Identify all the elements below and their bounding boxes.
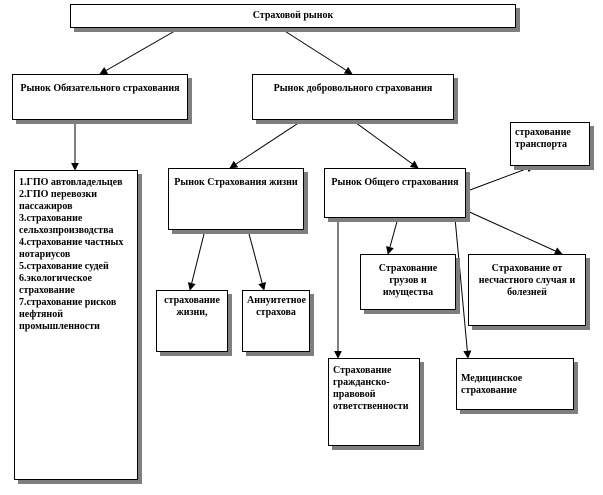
- arrow-life-to-child-1: [187, 229, 206, 291]
- node-medical: Медицинское страхование: [456, 358, 574, 410]
- mandatory-list-item-1: 1.ГПО автовладельцев: [19, 177, 123, 188]
- node-mandatory: Рынок Обязательного страхования: [12, 74, 188, 120]
- arrow-voluntary-to-life: [229, 119, 304, 169]
- arrow-general-to-cargo: [386, 217, 399, 255]
- node-accident: Страхование от несчастного случая и боле…: [468, 254, 586, 326]
- arrow-general-to-accident: [464, 209, 563, 255]
- node-cargo: Страхование грузов и имущества: [360, 254, 456, 310]
- node-mandatory-list: 1.ГПО автовладельцев 2.ГПО перевозки пас…: [14, 170, 138, 480]
- node-transport-label: страхование транспорта: [515, 127, 571, 150]
- mandatory-list-item-7: 7.страхование рисков нефтяной промышленн…: [19, 297, 117, 332]
- node-civil: Страхование гражданско-правовой ответств…: [328, 358, 420, 446]
- arrow-root-to-voluntary: [279, 27, 353, 75]
- arrow-voluntary-to-general: [351, 119, 419, 169]
- arrow-general-to-transport: [469, 164, 535, 191]
- node-life-label: Рынок Страхования жизни: [174, 177, 298, 188]
- node-voluntary-label: Рынок добровольного страхования: [273, 83, 433, 94]
- node-general-label: Рынок Общего страхования: [331, 177, 459, 188]
- node-medical-label: Медицинское страхование: [461, 373, 523, 396]
- node-general: Рынок Общего страхования: [324, 168, 466, 218]
- node-cargo-label: Страхование грузов и имущества: [378, 263, 438, 298]
- node-accident-label: Страхование от несчастного случая и боле…: [478, 263, 576, 298]
- arrow-root-to-mandatory: [99, 27, 181, 75]
- node-life-child-1-label: страхование жизни,: [164, 295, 220, 318]
- mandatory-list-item-5: 5.страхование судей: [19, 261, 109, 272]
- node-root: Страховой рынок: [70, 4, 516, 28]
- node-life-child-2-label: Аннуитетное страхова: [247, 295, 306, 318]
- mandatory-list-item-3: 3.страхование сельхозпроизводства: [19, 213, 114, 236]
- node-life-child-2: Аннуитетное страхова: [242, 290, 310, 352]
- arrow-general-to-medical: [454, 217, 472, 359]
- node-root-label: Страховой рынок: [252, 10, 334, 21]
- node-voluntary: Рынок добровольного страхования: [252, 74, 454, 120]
- node-mandatory-label: Рынок Обязательного страхования: [20, 83, 180, 94]
- node-transport: страхование транспорта: [510, 122, 590, 166]
- node-civil-label: Страхование гражданско-правовой ответств…: [333, 365, 409, 412]
- mandatory-list-item-4: 4.страхование частных нотариусов: [19, 237, 124, 260]
- mandatory-list-item-2: 2.ГПО перевозки пассажиров: [19, 189, 97, 212]
- node-life: Рынок Страхования жизни: [168, 168, 304, 230]
- arrow-life-to-child-2: [247, 229, 267, 291]
- node-life-child-1: страхование жизни,: [156, 290, 228, 352]
- mandatory-list-item-6: 6.экологическое страхование: [19, 273, 92, 296]
